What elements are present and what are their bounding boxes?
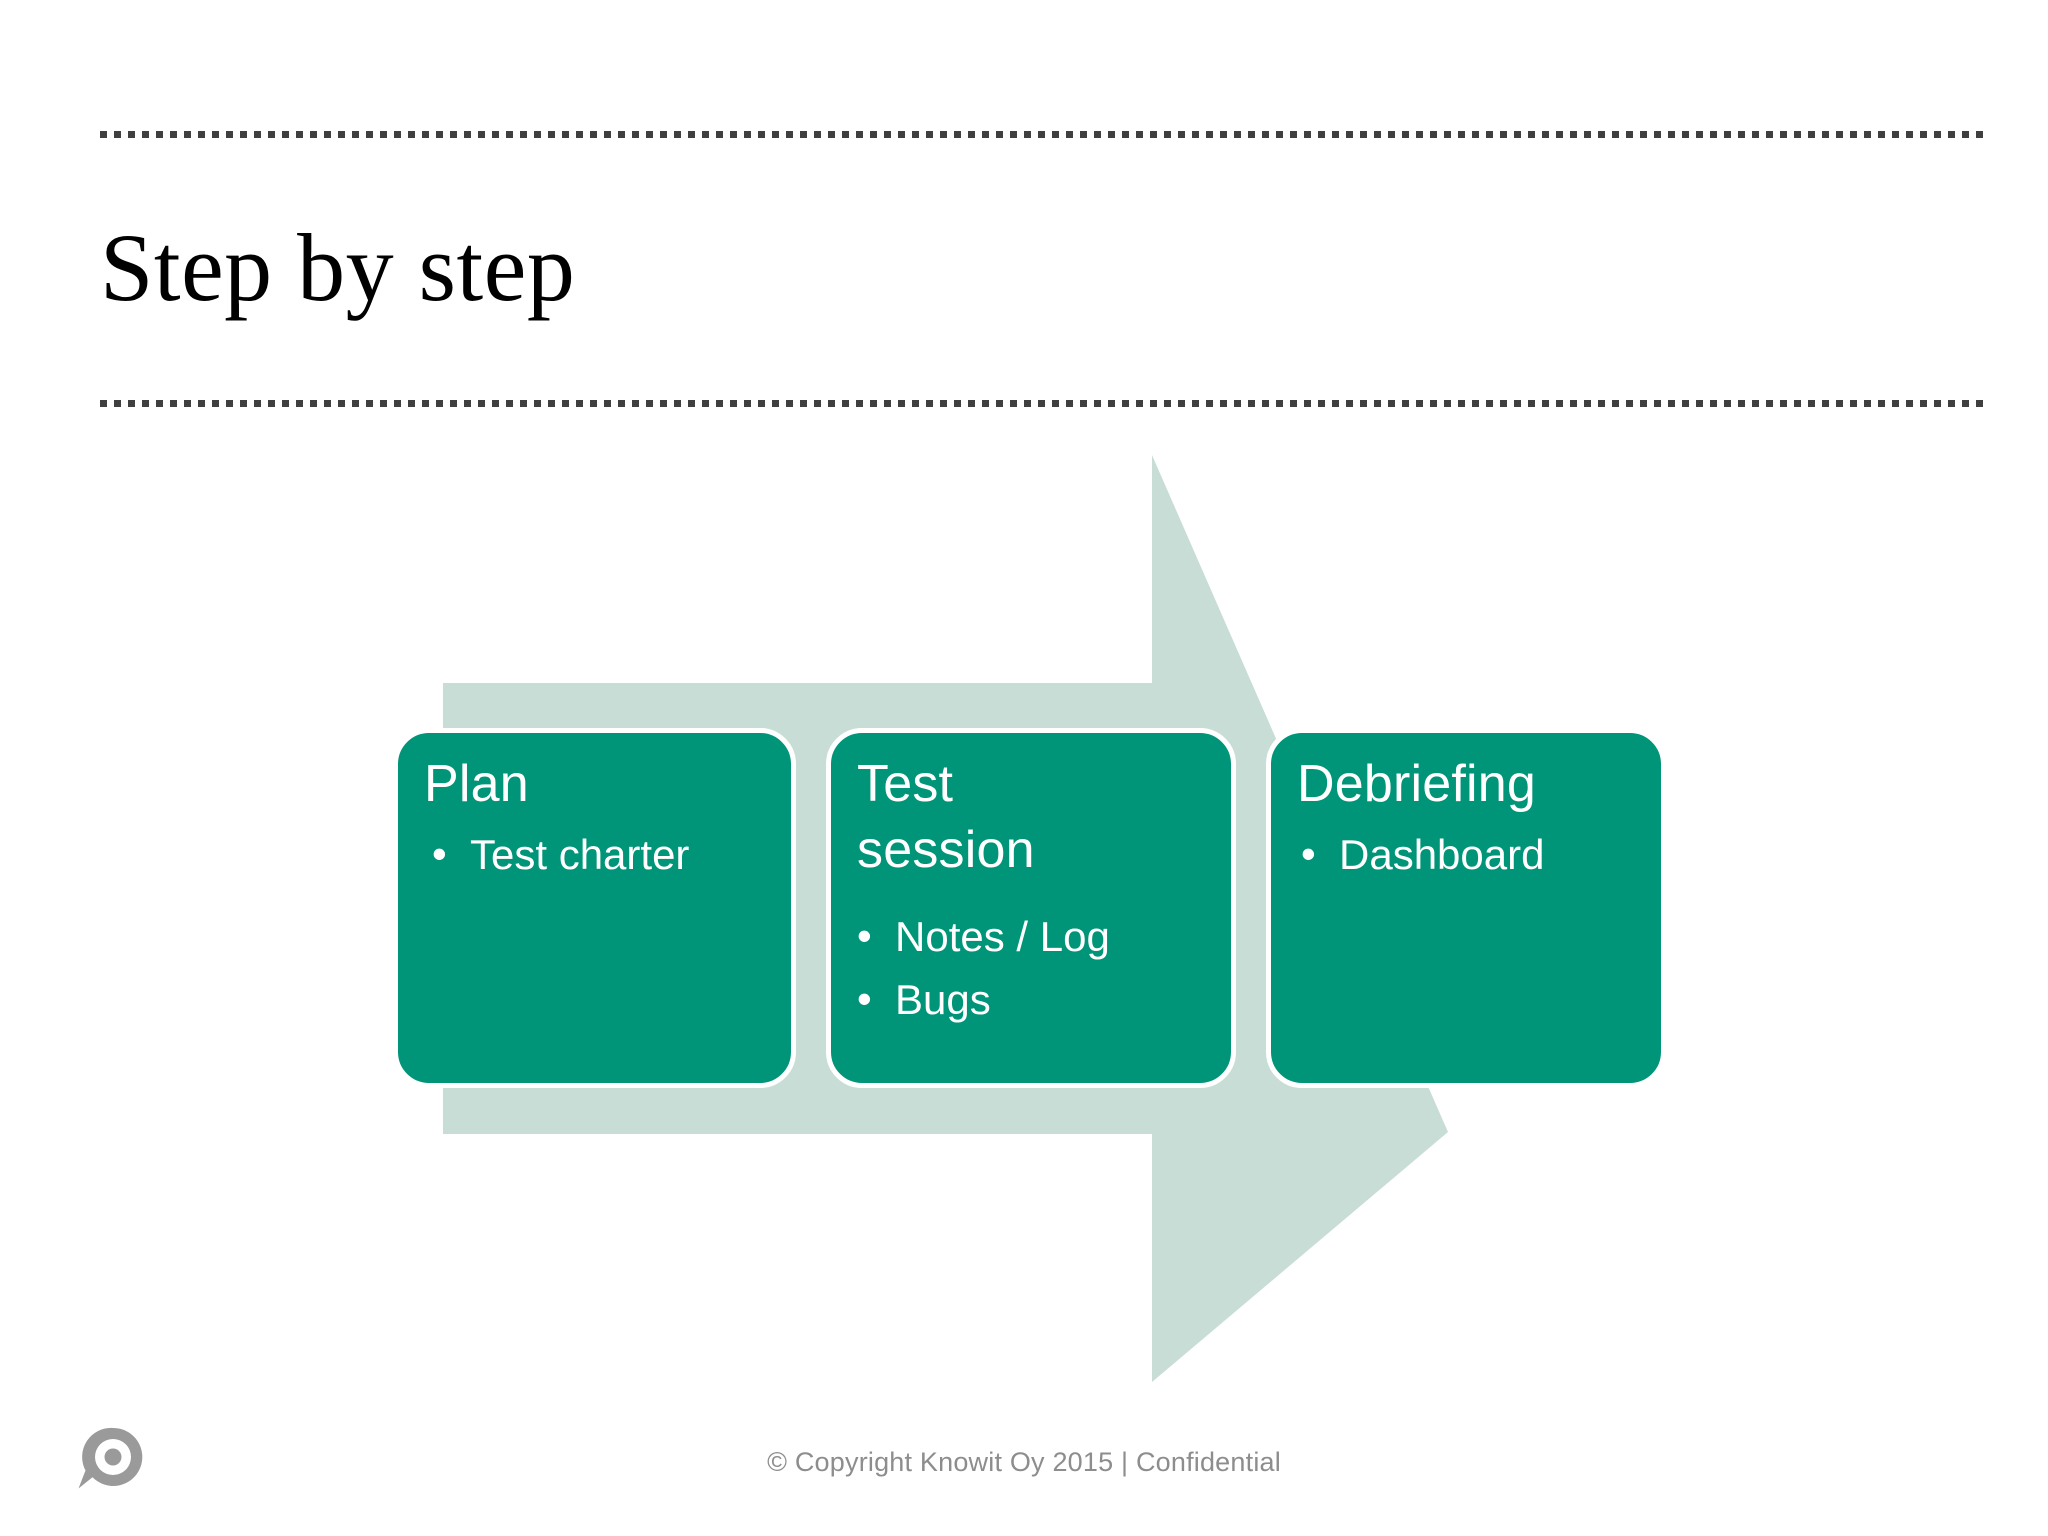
step-box-test-session[interactable]: Test session Notes / Log Bugs: [826, 728, 1236, 1088]
knowit-logo-icon: [72, 1422, 144, 1494]
step-title-debriefing: Debriefing: [1297, 755, 1537, 813]
step-title-plan: Plan: [424, 755, 529, 813]
bullet-item: Dashboard: [1297, 822, 1635, 886]
divider-bottom: [100, 400, 1985, 407]
step-bullets-test-session: Notes / Log Bugs: [857, 904, 1205, 1031]
step-title-test-session-line1: Test: [857, 755, 954, 813]
step-bullets-plan: Test charter: [424, 822, 765, 886]
divider-top: [100, 131, 1985, 138]
step-bullets-debriefing: Dashboard: [1297, 822, 1635, 886]
step-title-test-session-line2: session: [857, 821, 1035, 879]
bullet-item: Notes / Log: [857, 904, 1205, 968]
bullet-item: Test charter: [424, 822, 765, 886]
footer-copyright: © Copyright Knowit Oy 2015 | Confidentia…: [767, 1447, 1281, 1477]
step-box-plan[interactable]: Plan Test charter: [393, 728, 796, 1088]
page-title: Step by step: [100, 214, 576, 321]
step-box-debriefing[interactable]: Debriefing Dashboard: [1266, 728, 1666, 1088]
logo-inner-dot: [104, 1448, 122, 1466]
bullet-item: Bugs: [857, 967, 1205, 1031]
